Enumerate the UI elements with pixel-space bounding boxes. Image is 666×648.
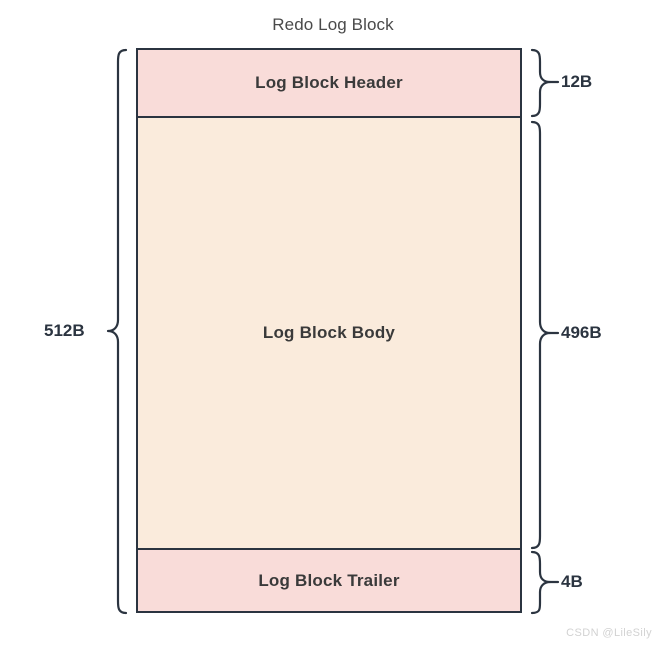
page-title: Redo Log Block — [272, 15, 394, 34]
brace-trailer-4b — [530, 550, 552, 615]
size-label-header: 12B — [561, 72, 593, 91]
brace-total-512b — [106, 48, 128, 615]
size-label-body: 496B — [561, 323, 602, 342]
block-section-body: Log Block Body — [138, 118, 520, 550]
block-section-trailer: Log Block Trailer — [138, 550, 520, 611]
size-label-trailer: 4B — [561, 572, 583, 591]
block-section-trailer-label: Log Block Trailer — [258, 570, 400, 590]
watermark: CSDN @LileSily — [566, 627, 652, 639]
size-label-total: 512B — [44, 321, 85, 340]
brace-header-12b — [530, 48, 552, 118]
block-section-body-label: Log Block Body — [262, 323, 396, 342]
brace-body-496b — [530, 120, 552, 550]
block-section-header: Log Block Header — [138, 50, 520, 118]
redo-log-block-diagram: Log Block Header Log Block Body Log Bloc… — [136, 48, 522, 613]
block-section-header-label: Log Block Header — [255, 73, 403, 92]
